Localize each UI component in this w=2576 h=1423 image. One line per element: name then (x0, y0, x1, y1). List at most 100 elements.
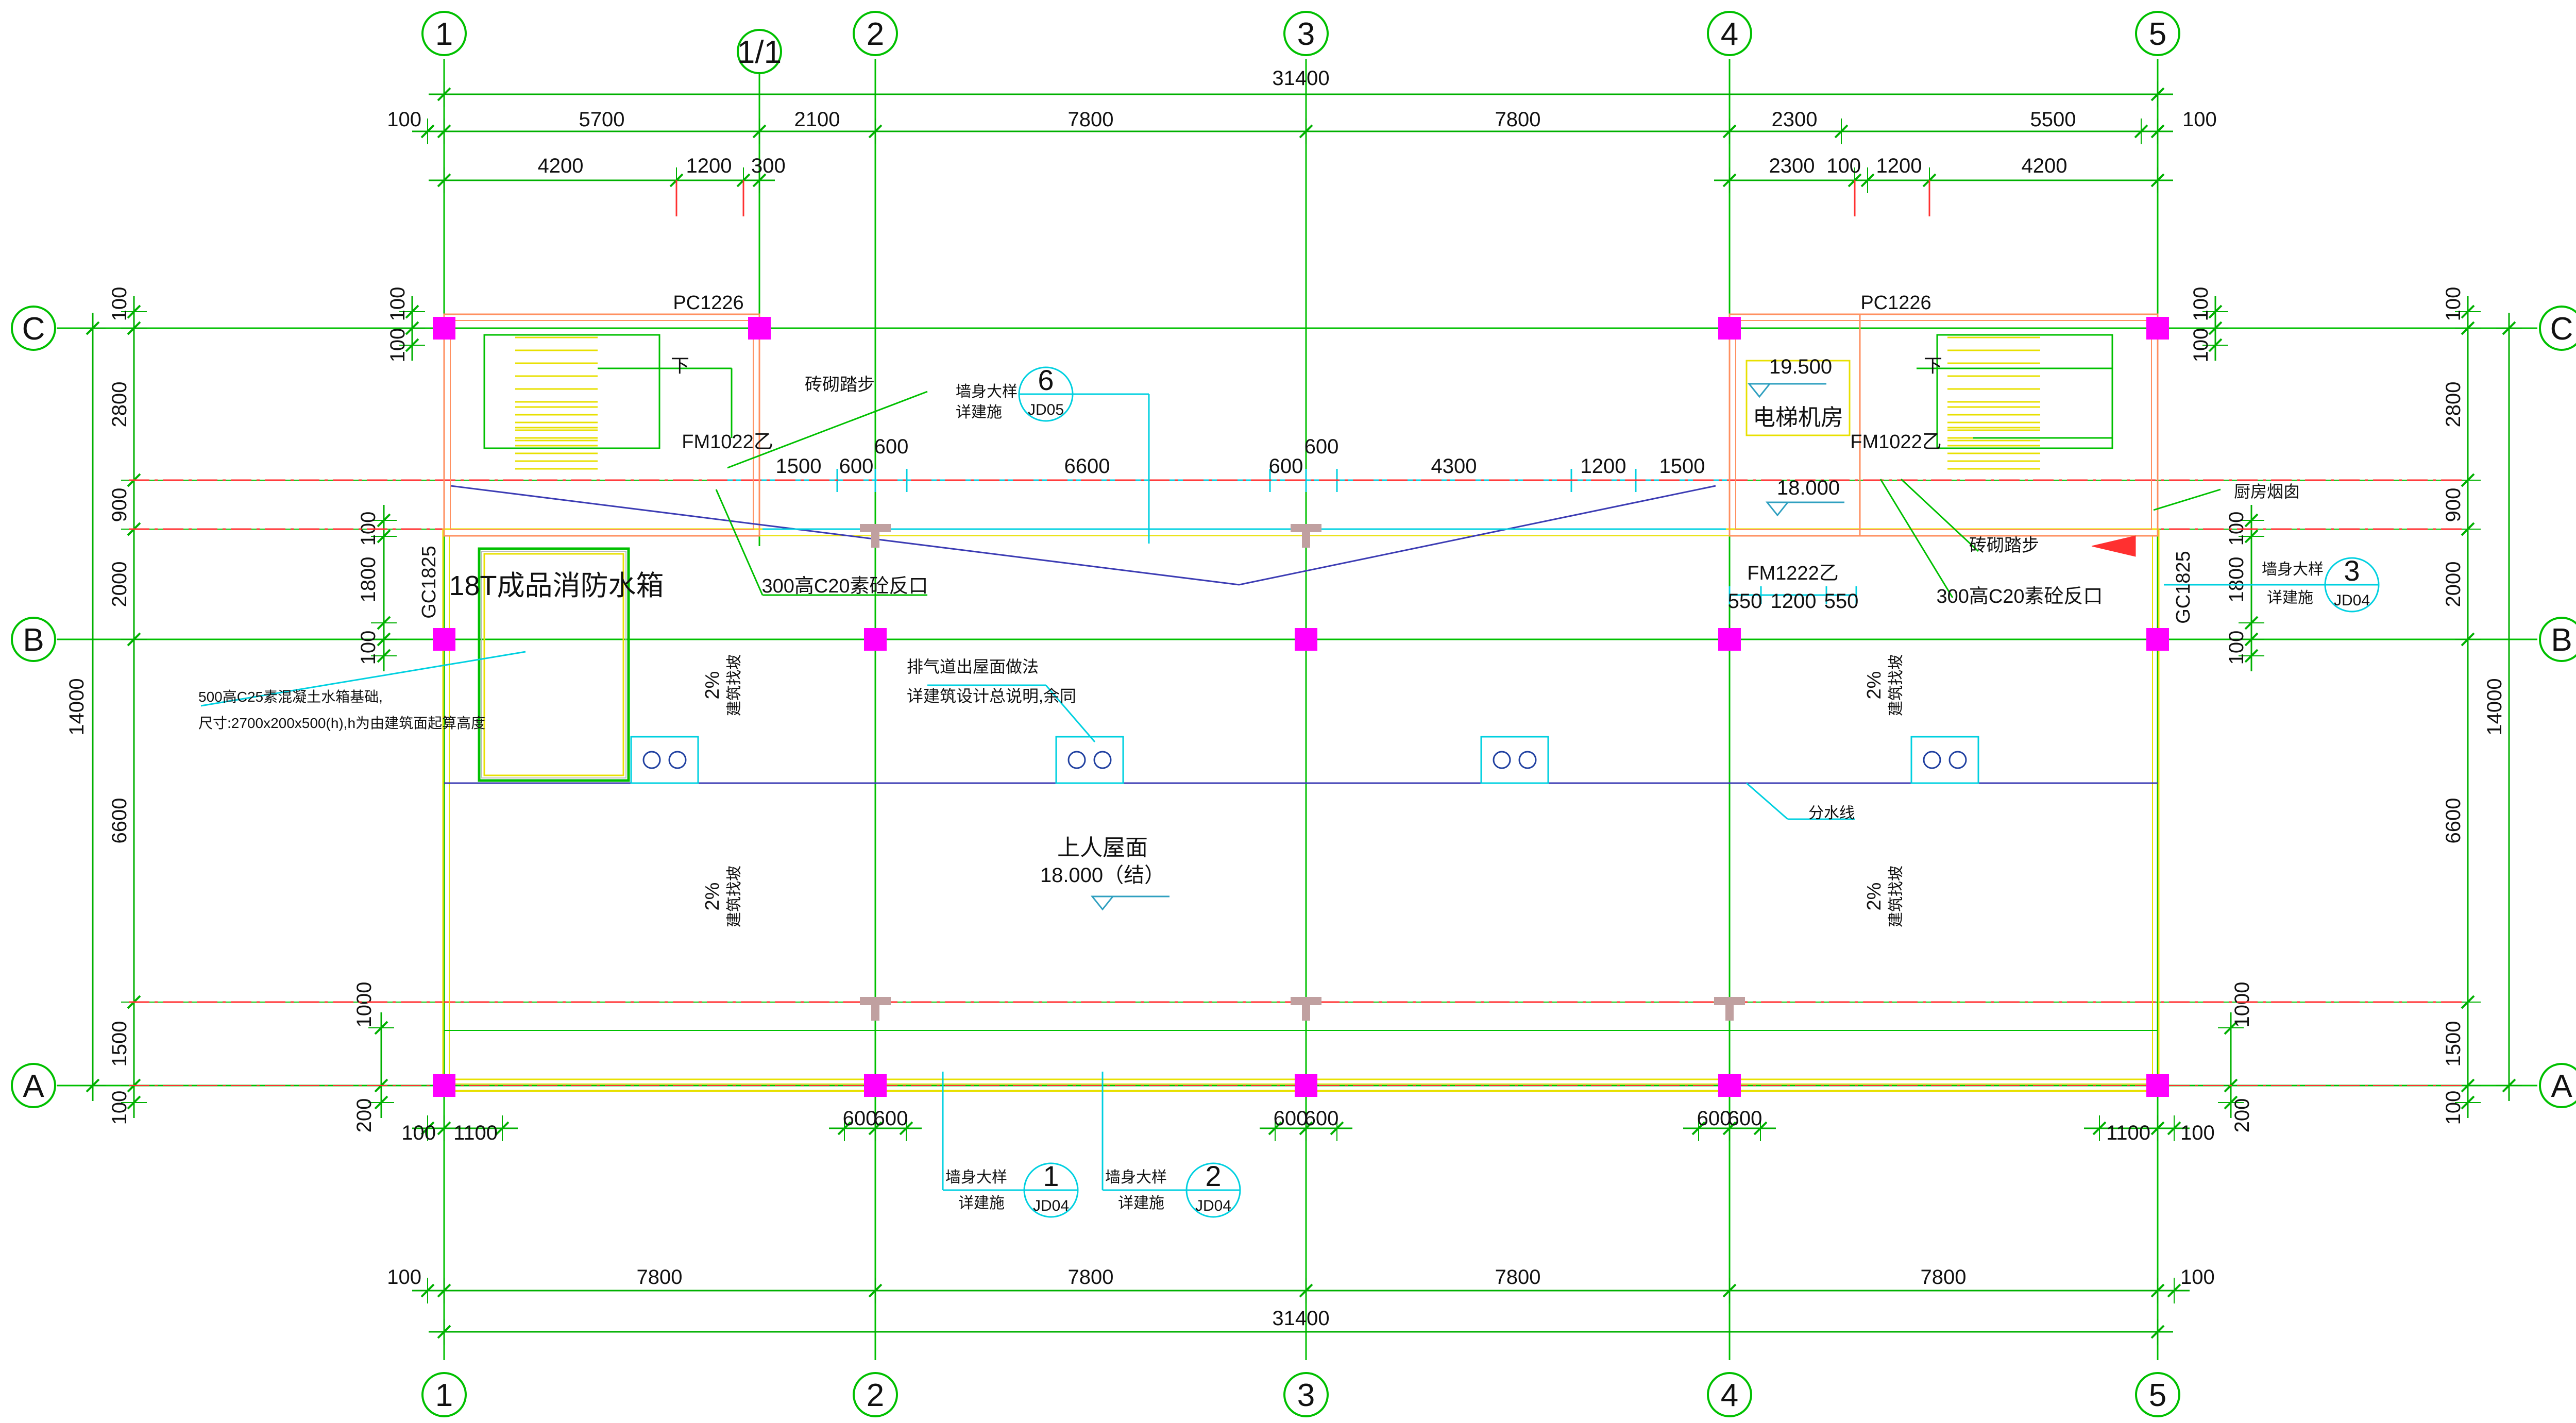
level-180-text: 18.000 (1777, 477, 1840, 499)
column-5A (2146, 1074, 2169, 1097)
dim-door-mid-text-1: 1200 (1771, 590, 1817, 613)
vent-note-1: 排气道出屋面做法 (907, 657, 1039, 676)
dim-bottom-row-text-4: 7800 (1921, 1266, 1967, 1289)
dim-bottom-near-text-6: 600 (1697, 1107, 1732, 1130)
dim-top-total-text: 31400 (1272, 67, 1329, 90)
column-1B (433, 628, 455, 651)
gc-right-label: GC1825 (2173, 551, 2194, 624)
water-tank-frame (481, 551, 626, 778)
tank-base-note-1: 500高C25素混凝土水箱基础, (198, 689, 383, 705)
axis-bubble-top-1-1-label: 1/1 (737, 35, 782, 70)
axis-bubble-bottom-4-circle (1707, 1372, 1752, 1417)
dim-top-row-text-6: 5500 (2030, 108, 2076, 131)
kitchen-flue-label: 厨房烟囱 (2234, 482, 2300, 501)
gc-left-label: GC1825 (418, 546, 440, 619)
column-1A (433, 1074, 455, 1097)
slope-percent-2: 2% (702, 883, 723, 911)
drain-line-right (1239, 485, 1716, 586)
brick-step-left-label: 砖砌踏步 (805, 375, 875, 395)
detail-callout-1-ref: JD04 (1033, 1197, 1069, 1214)
axis-bubble-left-B-label: B (23, 622, 44, 658)
axis-bubble-bottom-1-circle (421, 1372, 467, 1417)
level-marker-machine (1747, 383, 1772, 398)
stair-right-down: 下 (1924, 355, 1942, 376)
beam-t-top-0 (860, 524, 891, 532)
detail-1-sub: 详建施 (958, 1195, 1005, 1212)
axis-bubble-bottom-3-circle (1283, 1372, 1329, 1417)
machine-room-text: 电梯机房 (1753, 405, 1843, 430)
dim-bottom-row-text-1: 7800 (637, 1266, 683, 1289)
axis-bubble-right-A-circle (2539, 1063, 2576, 1108)
level-machine-text: 19.500 (1769, 355, 1832, 378)
exhaust-vent-2 (1480, 736, 1549, 784)
roof-outline-yellow (442, 528, 2160, 1092)
drain-line-left (450, 485, 1240, 586)
exhaust-vent-right-icon-1 (1093, 751, 1112, 769)
column-3A (1295, 1074, 1317, 1097)
curb-right-label: 300高C20素砼反口 (1936, 586, 2103, 607)
dim-top-row-text-5: 2300 (1772, 108, 1818, 131)
curb-left-leader (715, 489, 764, 596)
axis-bubble-bottom-5-label: 5 (2149, 1378, 2166, 1413)
axis-bubble-right-B-label: B (2551, 622, 2572, 658)
exhaust-vent-1 (1055, 736, 1124, 784)
beam-t-top-3 (1291, 997, 1321, 1005)
dim-upper-text-3: 6600 (1064, 455, 1110, 478)
axis-bubble-top-5-circle (2135, 11, 2180, 56)
ridge-leader (1746, 782, 1788, 820)
axis-bubble-top-2-circle (853, 11, 898, 56)
dim-right-outer-text-0: 100 (2442, 287, 2465, 321)
detail-6-title: 墙身大样 (956, 383, 1018, 400)
detail-1-title: 墙身大样 (945, 1169, 1007, 1186)
detail-callout-2-num: 2 (1205, 1160, 1221, 1192)
roof-name-text: 上人屋面 (1057, 835, 1148, 860)
vent-note-leader-2 (1045, 685, 1096, 742)
brick-step-right-leader (1900, 478, 1979, 552)
water-tank-outline (478, 547, 630, 782)
beam-t-top-1 (1291, 524, 1321, 532)
machine-room-box (1745, 360, 1851, 436)
dim-left-outer-text-6: 100 (108, 1091, 131, 1125)
dim-top-row-text-2: 2100 (794, 108, 840, 131)
axis-bubble-top-4-label: 4 (1721, 16, 1738, 52)
exhaust-vent-left-icon-1 (1067, 751, 1086, 769)
axis-bubble-bottom-4-label: 4 (1721, 1378, 1738, 1413)
fm-right-label: FM1022乙 (1850, 431, 1941, 453)
dim-left-outer-text-0: 100 (108, 287, 131, 321)
dim-right-outer-text-4: 6600 (2442, 798, 2465, 844)
dim-right-inner-text-0: 100 (2190, 287, 2212, 321)
tank-base-note-2: 尺寸:2700x200x500(h),h为由建筑面起算高度 (198, 715, 485, 731)
axis-bubble-bottom-2-label: 2 (867, 1378, 884, 1413)
column-4A (1718, 1074, 1741, 1097)
dim-bottom-near-text-7: 600 (1728, 1107, 1762, 1130)
dim-bottom-row-text-3: 7800 (1495, 1266, 1541, 1289)
axis-bubble-left-B-circle (11, 617, 56, 662)
dim-top-row-text-3: 7800 (1068, 108, 1114, 131)
dim-left-inner-text-0: 100 (386, 287, 409, 321)
water-tank-inner (483, 553, 624, 776)
slope-note-1: 建筑找坡 (1888, 654, 1905, 716)
beam-t-stem-1 (1302, 532, 1310, 548)
beam-t-top-4 (1714, 997, 1745, 1005)
axis-bubble-top-2-label: 2 (867, 16, 884, 52)
dim-upper-text-6: 4300 (1431, 455, 1477, 478)
brick-step-left-leader (727, 391, 928, 469)
exhaust-vent-left-icon-3 (1923, 751, 1941, 769)
slope-percent-3: 2% (1863, 883, 1885, 911)
stair-left-flight (483, 334, 660, 449)
detail-6-sub: 详建施 (956, 404, 1002, 421)
dim-top-sub-right-text-1: 100 (1826, 155, 1861, 177)
slope-note-3: 建筑找坡 (1888, 866, 1905, 927)
dim-left-inner-text-1: 100 (386, 328, 409, 363)
brick-step-right-label: 砖砌踏步 (1969, 536, 2039, 555)
dim-left-outer-text-2: 900 (108, 488, 131, 522)
dim-right-inner-text-1: 100 (2190, 328, 2212, 363)
dim-upper-text-8: 1500 (1659, 455, 1705, 478)
dim-right-outer-text-2: 900 (2442, 488, 2465, 522)
detail-callout-3-num: 3 (2344, 554, 2360, 587)
beam-t-stem-2 (871, 1005, 879, 1021)
detail-callout-2-ref: JD04 (1195, 1197, 1231, 1214)
dim-bottom-total-text: 31400 (1272, 1307, 1329, 1330)
